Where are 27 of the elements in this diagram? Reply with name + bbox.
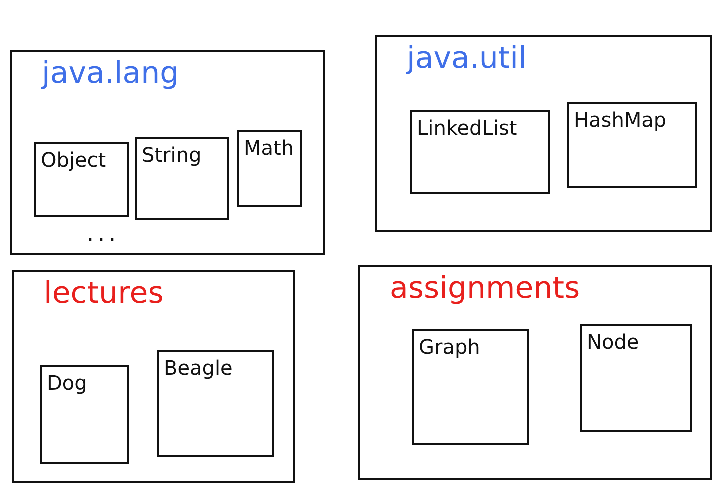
class-name: Math (244, 136, 294, 160)
class-name: LinkedList (417, 116, 518, 140)
package-name: assignments (390, 271, 580, 306)
class-box (412, 329, 529, 445)
class-box (34, 142, 129, 217)
class-box (40, 365, 129, 464)
class-box (410, 110, 550, 194)
class-box (237, 130, 302, 207)
package-box (12, 270, 295, 483)
class-name: HashMap (574, 108, 667, 132)
class-name: Beagle (164, 356, 233, 380)
package-box (358, 265, 712, 480)
package-name: java.lang (42, 56, 180, 91)
package-box (375, 35, 712, 232)
package-name: lectures (44, 276, 164, 311)
class-name: String (142, 143, 202, 167)
class-box (135, 137, 229, 220)
ellipsis-note: ... (87, 222, 120, 247)
package-name: java.util (407, 41, 527, 76)
class-name: Node (587, 330, 640, 354)
class-box (567, 102, 697, 188)
package-box (10, 50, 325, 255)
class-box (157, 350, 274, 457)
class-name: Graph (419, 335, 480, 359)
class-box (580, 324, 692, 432)
class-name: Dog (47, 371, 88, 395)
class-name: Object (41, 148, 106, 172)
